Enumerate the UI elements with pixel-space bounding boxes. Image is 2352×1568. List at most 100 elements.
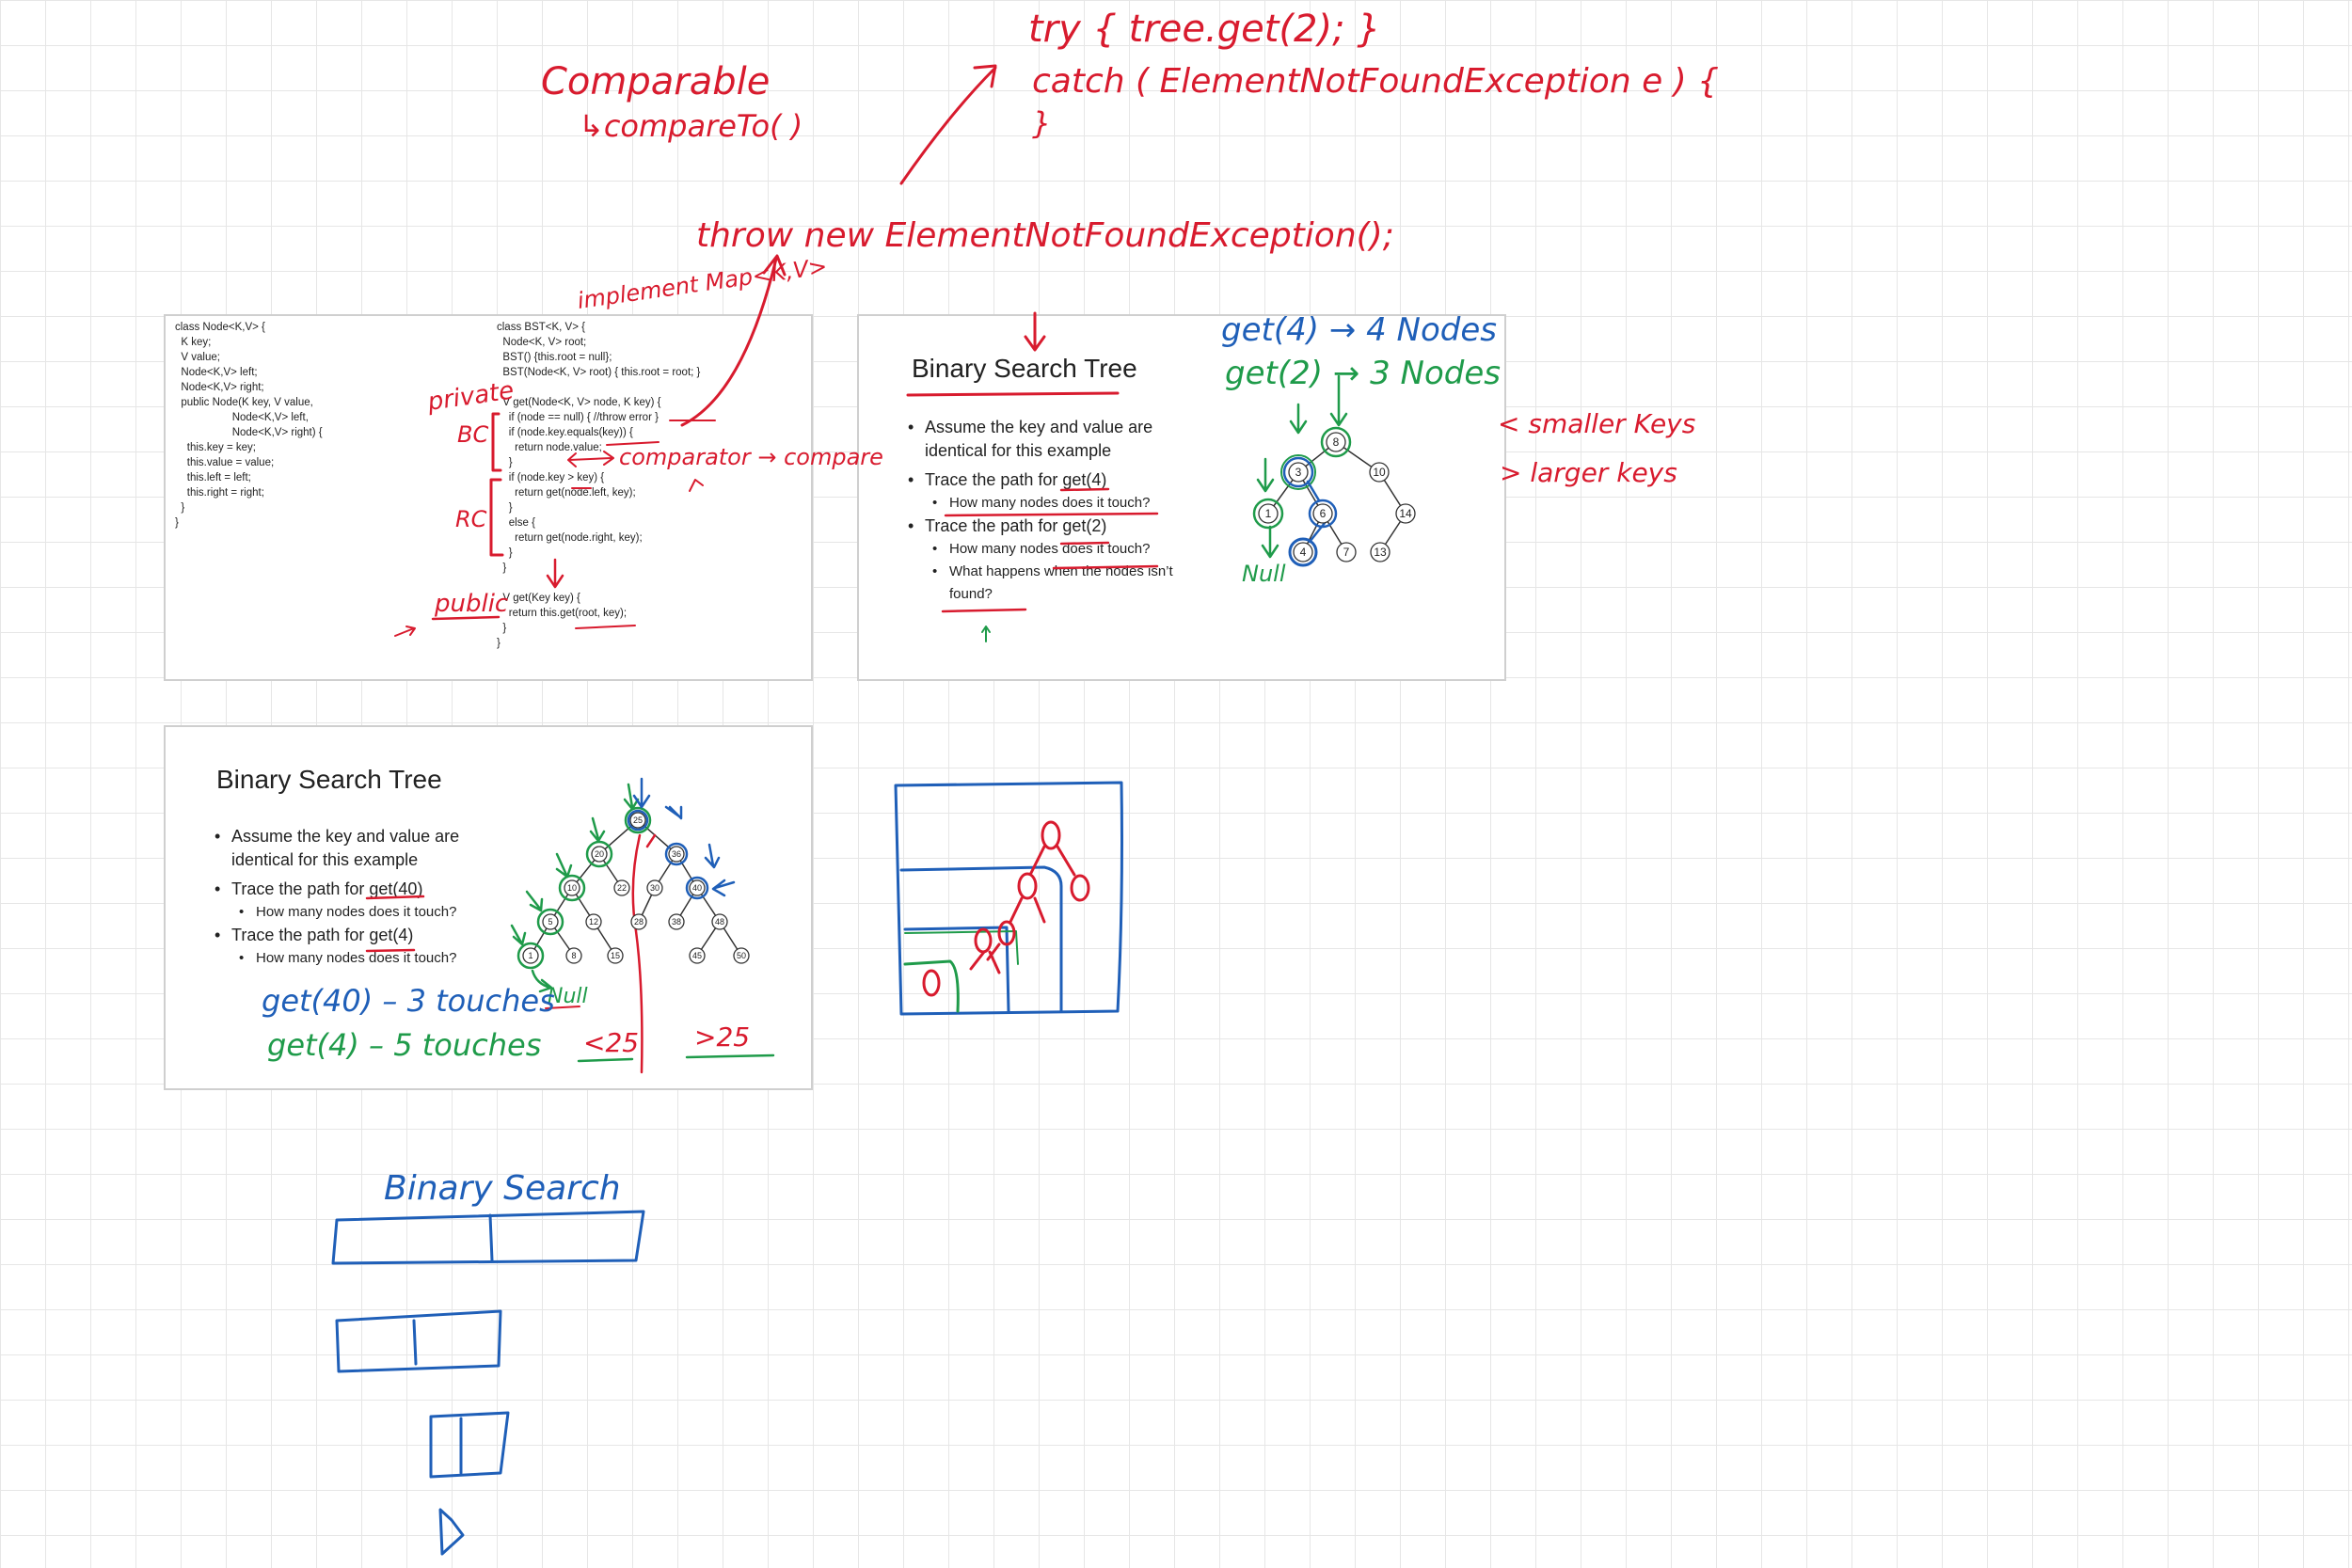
ink-tree2-split [631,833,657,1074]
ink-get4-nodes: get(4) → 4 Nodes [1221,311,1497,349]
tree2-labels: 25 20 36 10 22 30 40 5 12 28 38 48 1 8 1… [528,816,746,960]
ink-public: public [434,590,508,618]
ink-tree1-null-arrow [1261,525,1279,559]
ink-circle-3b [1280,454,1316,490]
tree-node [1395,503,1416,524]
tree-node [1369,462,1390,483]
tree-node [1293,542,1313,562]
ink-get4-touches: get(4) – 5 touches [267,1027,541,1063]
tree2-blue-ink [627,777,736,900]
ink-gt25-underline [685,1053,775,1059]
sub-bullet: How many nodes does it touch? [215,901,487,924]
node-label: 48 [715,917,724,927]
ink-underline-key [606,441,660,446]
slide-title: Binary Search Tree [912,354,1137,383]
node-label: 22 [617,883,627,893]
node-label: 4 [1300,546,1307,559]
node-label: 5 [548,917,552,927]
node-label: 3 [1295,466,1302,479]
ink-caret [689,479,704,492]
ink-private: private [425,376,516,417]
ink-null2: Null [548,985,588,1008]
node-label: 50 [737,951,746,960]
node-label: 12 [589,917,598,927]
tree-node [564,879,580,896]
ink-public-underline [431,615,501,621]
ink-underline-get40 [365,895,425,900]
node-label: 14 [1399,507,1412,520]
node-label: 6 [1320,507,1327,520]
ink-larger-keys: > larger keys [1500,457,1677,488]
node-label: 7 [1343,546,1350,559]
tree-node [1326,432,1346,452]
node-label: 45 [692,951,702,960]
node-label: 13 [1374,546,1387,559]
node-label: 8 [571,951,576,960]
ink-arrow-down [1024,311,1046,352]
sub-bullet: How many nodes does it touch? [908,538,1181,561]
tree-node [689,879,706,896]
ink-brace: } [1032,105,1051,141]
node-label: 30 [650,883,660,893]
ink-try-line: try { tree.get(2); } [1028,8,1381,51]
node-label: 8 [1333,436,1340,449]
bst-class-code: class BST<K, V> { Node<K, V> root; BST()… [497,322,701,649]
sub-bullet: How many nodes does it touch? [908,492,1181,515]
tree2-nodes [522,812,750,964]
tree-node [629,812,646,829]
tree-node [630,913,647,930]
slide-bst-large[interactable]: Binary Search Tree Assume the key and va… [164,725,813,1090]
tree-node [591,846,608,863]
ink-bc-bracket [491,412,502,472]
ink-lt25: <25 [583,1027,639,1058]
bullet: Trace the path for get(4) [908,468,1181,492]
ink-title-underline [906,391,1120,397]
tree-node [565,947,582,964]
ink-comparable: Comparable [541,60,770,103]
ink-lt25-underline [577,1057,634,1063]
ink-circle-8 [1320,426,1352,458]
node-label: 28 [634,917,644,927]
ink-throw-line: throw new ElementNotFoundException(); [696,216,1394,255]
tree-node [613,879,630,896]
nested-boxes-drawing [894,781,1123,1016]
tree-node [646,879,663,896]
binary-search-arrays [331,1210,645,1556]
ink-underline-get2 [1059,541,1110,546]
slide-code[interactable]: class Node<K,V> { K key; V value; Node<K… [164,314,813,681]
bullet: Assume the key and value are identical f… [215,825,487,872]
tree-node [607,947,624,964]
ink-binary-search: Binary Search [384,1169,621,1208]
ink-rc: RC [455,506,487,532]
ink-green-mark [981,626,991,642]
bullet: Trace the path for get(2) [908,515,1181,538]
ink-circle-4 [1288,537,1318,567]
node-label: 25 [633,816,643,825]
tree-node [668,846,685,863]
slide-title: Binary Search Tree [216,765,442,794]
ink-get2-nodes: get(2) → 3 Nodes [1225,355,1501,392]
ink-arrow-curve [680,254,787,427]
ink-bc: BC [457,421,488,448]
node-label: 1 [528,951,532,960]
node-label: 10 [567,883,577,893]
tree1-labels: 8 3 10 1 6 14 4 7 13 [1265,436,1412,559]
tree-node [1336,542,1357,562]
ink-get40-touches: get(40) – 3 touches [262,983,555,1019]
ink-circle-1 [1252,498,1284,530]
bullet-list: Assume the key and value are identical f… [215,825,487,970]
ink-null1: Null [1242,561,1286,587]
slide-bst-small[interactable]: Binary Search Tree Assume the key and va… [857,314,1506,681]
sub-bullet: How many nodes does it touch? [215,947,487,970]
node-label: 36 [672,849,681,859]
tree-node [522,947,539,964]
ink-gt25: >25 [694,1022,750,1053]
ink-blue-path [1306,480,1327,544]
ink-arrow-up-right [899,64,997,185]
ink-null2-underline [545,1006,580,1009]
tree-node [1312,503,1333,524]
ink-compareto: ↳compareTo( ) [579,108,803,144]
tree-node [585,913,602,930]
tree-node [1258,503,1279,524]
